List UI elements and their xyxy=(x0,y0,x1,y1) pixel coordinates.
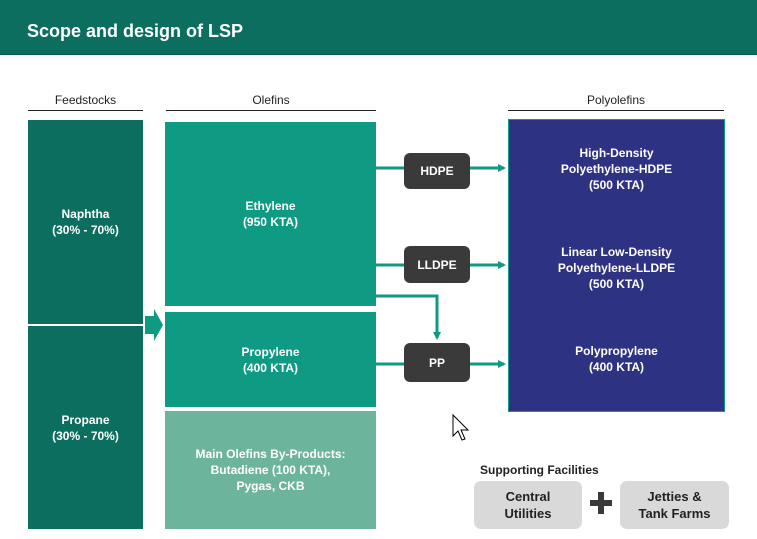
support-central-utilities: Central Utilities xyxy=(474,481,582,529)
olefin-byproducts-label: Main Olefins By-Products: Butadiene (100… xyxy=(195,447,346,493)
polyolefin-hdpe-label: High-Density Polyethylene-HDPE (500 KTA) xyxy=(560,146,673,192)
supporting-facilities-title: Supporting Facilities xyxy=(480,463,599,477)
page-title: Scope and design of LSP xyxy=(27,21,244,41)
polyolefin-pp-label: Polypropylene (400 KTA) xyxy=(575,344,658,374)
plus-icon xyxy=(590,492,612,516)
ethylene-to-pp-arrow xyxy=(376,294,441,340)
polyolefin-lldpe: Linear Low-Density Polyethylene-LLDPE (5… xyxy=(508,244,725,304)
olefin-byproducts: Main Olefins By-Products: Butadiene (100… xyxy=(165,411,376,529)
feedstock-divider xyxy=(28,324,143,326)
olefin-propylene: Propylene (400 KTA) xyxy=(165,312,376,407)
process-hdpe-label: HDPE xyxy=(420,164,454,178)
feedstock-propane-label: Propane (30% - 70%) xyxy=(52,412,119,443)
process-pp-label: PP xyxy=(428,355,445,370)
olefin-ethylene: Ethylene (950 KTA) xyxy=(165,122,376,306)
support-jetties-tank-farms: Jetties & Tank Farms xyxy=(620,481,729,529)
mouse-cursor-icon xyxy=(452,413,470,441)
olefin-propylene-label: Propylene (400 KTA) xyxy=(241,344,300,375)
feedstock-naphtha-label: Naphtha (30% - 70%) xyxy=(52,207,119,237)
support-jetties-tank-farms-label: Jetties & Tank Farms xyxy=(638,489,711,521)
polyolefins-panel xyxy=(508,119,725,412)
column-heading-olefins: Olefins xyxy=(166,93,376,111)
feed-to-olefins-arrow xyxy=(145,309,163,341)
column-heading-polyolefins: Polyolefins xyxy=(508,93,724,111)
olefin-ethylene-label: Ethylene (950 KTA) xyxy=(242,199,299,229)
feedstock-naphtha: Naphtha (30% - 70%) xyxy=(28,120,143,324)
polyolefin-pp: Polypropylene (400 KTA) xyxy=(508,343,725,383)
polyolefin-lldpe-label: Linear Low-Density Polyethylene-LLDPE (5… xyxy=(557,245,676,291)
process-lldpe: LLDPE xyxy=(404,246,470,283)
process-hdpe: HDPE xyxy=(404,153,470,189)
process-pp: PP xyxy=(404,343,470,382)
support-central-utilities-label: Central Utilities xyxy=(504,489,552,521)
column-heading-feedstocks: Feedstocks xyxy=(28,93,143,111)
polyolefin-hdpe: High-Density Polyethylene-HDPE (500 KTA) xyxy=(508,145,725,205)
header-bar: Scope and design of LSP xyxy=(0,0,757,55)
process-lldpe-label: LLDPE xyxy=(417,257,457,272)
feedstock-propane: Propane (30% - 70%) xyxy=(28,326,143,529)
